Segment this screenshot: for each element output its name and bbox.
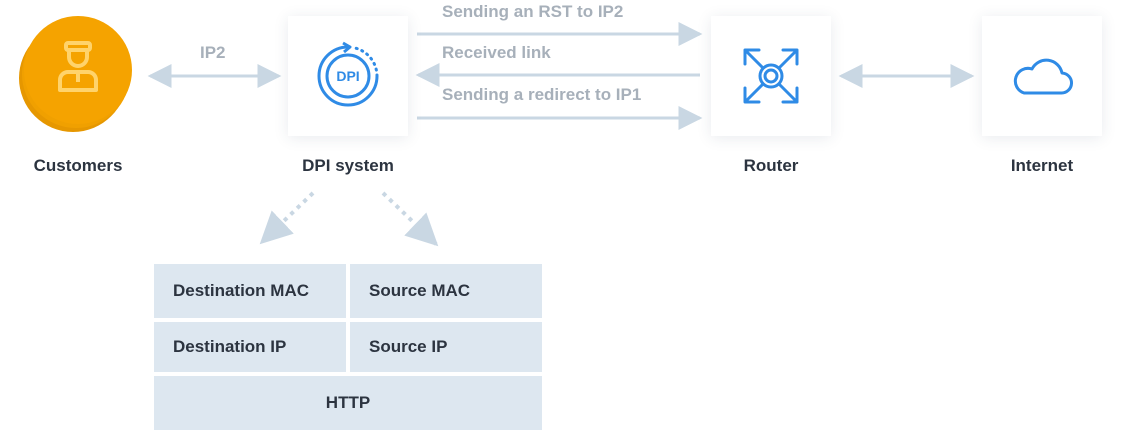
internet-card[interactable] (982, 16, 1102, 136)
dpi-system-label: DPI system (302, 156, 394, 175)
internet-label: Internet (1010, 156, 1074, 175)
dpi-system-card[interactable]: DPI (288, 16, 408, 136)
dpi-icon-text: DPI (336, 68, 359, 84)
edge-label-rst: Sending an RST to IP2 (442, 2, 624, 21)
customers-icon (19, 16, 132, 132)
edge-label-ip2: IP2 (200, 43, 226, 62)
customers-label: Customers (33, 156, 123, 175)
edge-label-redirect: Sending a redirect to IP1 (442, 85, 642, 104)
dotted-arrow-right (381, 191, 439, 247)
packet-source-mac: Source MAC (350, 264, 542, 318)
dpi-icon: DPI (317, 41, 379, 107)
dotted-arrow-left (259, 191, 315, 245)
edge-label-received-link: Received link (442, 43, 551, 62)
router-label: Router (743, 156, 799, 175)
packet-destination-ip: Destination IP (154, 322, 346, 372)
cloud-icon (1013, 58, 1073, 95)
packet-http: HTTP (154, 376, 542, 430)
packet-destination-mac: Destination MAC (154, 264, 346, 318)
packet-source-ip: Source IP (350, 322, 542, 372)
router-card[interactable] (711, 16, 831, 136)
customers-node (14, 10, 138, 134)
router-icon (743, 48, 799, 104)
